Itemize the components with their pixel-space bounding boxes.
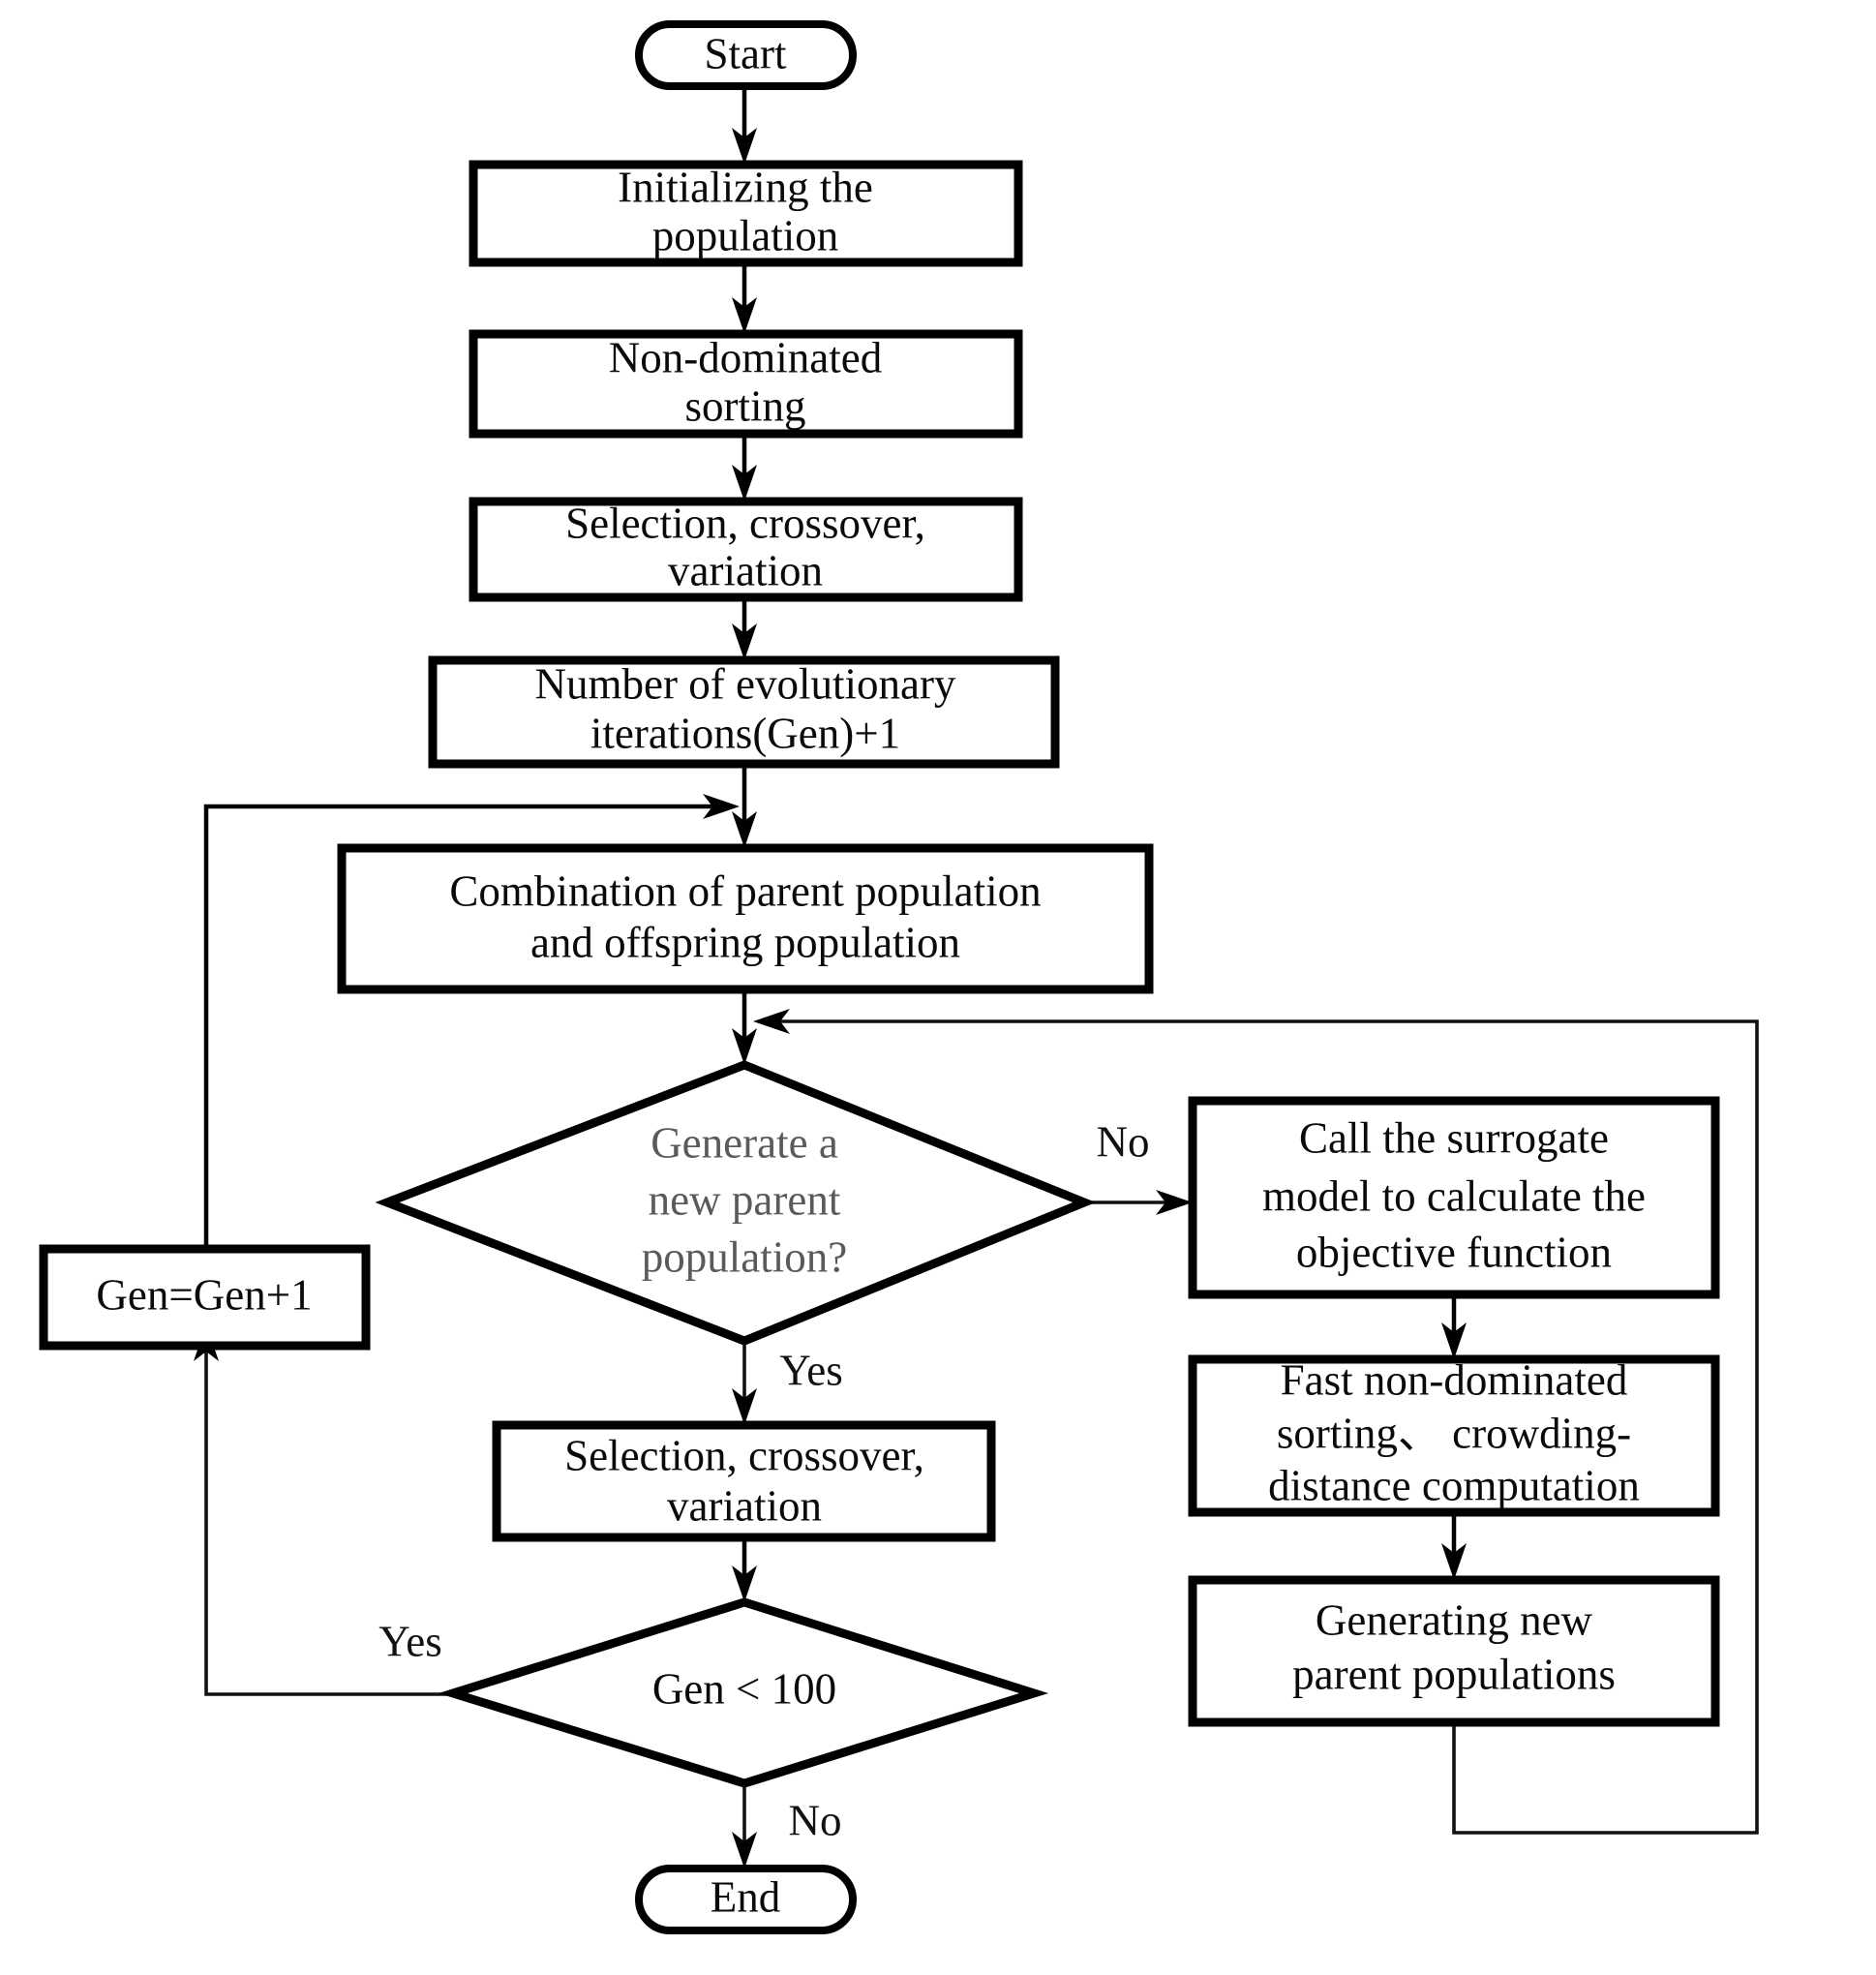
node-initializing-population[interactable]: Initializing the population bbox=[469, 160, 1023, 267]
fast-sorting-line3: distance computation bbox=[1268, 1461, 1640, 1509]
node-fast-non-dominated-sorting[interactable]: Fast non-dominated sorting、 crowding- di… bbox=[1188, 1354, 1720, 1517]
call-surrogate-line3: objective function bbox=[1296, 1228, 1612, 1276]
node-gen-equals-gen-plus-1[interactable]: Gen=Gen+1 bbox=[39, 1244, 371, 1351]
evolutionary-iterations-line1: Number of evolutionary bbox=[535, 659, 956, 708]
node-generate-new-parent-decision[interactable]: Generate a new parent population? bbox=[375, 1060, 1096, 1346]
generate-new-parent-decision-shape bbox=[375, 1060, 1096, 1346]
selection-crossover-2-line2: variation bbox=[667, 1481, 822, 1530]
connector-layer bbox=[194, 86, 1759, 1869]
arrowhead-start-to-init bbox=[732, 128, 757, 165]
fast-non-dominated-sorting-box bbox=[1188, 1354, 1720, 1517]
arrowhead-surrogate-to-fastsorting bbox=[1441, 1322, 1467, 1359]
node-start[interactable]: Start bbox=[635, 20, 857, 90]
node-non-dominated-sorting[interactable]: Non-dominated sorting bbox=[469, 329, 1023, 439]
node-call-surrogate-model[interactable]: Call the surrogate model to calculate th… bbox=[1188, 1096, 1720, 1299]
edge-label-gen100-no: No bbox=[789, 1796, 842, 1844]
combination-populations-box bbox=[337, 843, 1154, 994]
arrowhead-decision-yes bbox=[732, 1388, 757, 1425]
arrowhead-selection1-to-geninc bbox=[732, 623, 757, 660]
edge-label-layer: No Yes Yes No bbox=[378, 1117, 1149, 1844]
initializing-population-line1: Initializing the bbox=[618, 163, 873, 211]
gen-equals-gen-plus-1-label: Gen=Gen+1 bbox=[96, 1270, 312, 1319]
call-surrogate-model-box bbox=[1188, 1096, 1720, 1299]
evolutionary-iterations-box bbox=[428, 655, 1060, 769]
gen-less-than-100-shape bbox=[438, 1597, 1049, 1788]
edge-label-gen100-yes: Yes bbox=[378, 1617, 441, 1665]
arrowhead-fastsorting-to-newparent bbox=[1441, 1543, 1467, 1580]
generate-new-parent-line1: Generate a bbox=[651, 1118, 838, 1167]
gen-equals-gen-plus-1-box bbox=[39, 1244, 371, 1351]
arrowhead-decision-no bbox=[1156, 1190, 1193, 1215]
combination-populations-line2: and offspring population bbox=[530, 918, 960, 966]
combination-populations-line1: Combination of parent population bbox=[449, 866, 1041, 915]
arrowhead-combination-to-decision bbox=[732, 1028, 757, 1065]
call-surrogate-line1: Call the surrogate bbox=[1299, 1113, 1609, 1162]
selection-crossover-2-box bbox=[492, 1420, 996, 1542]
arrowhead-sorting-to-selection1 bbox=[732, 465, 757, 501]
evolutionary-iterations-line2: iterations(Gen)+1 bbox=[590, 709, 900, 757]
end-terminator-shape bbox=[635, 1865, 857, 1934]
selection-crossover-1-line1: Selection, crossover, bbox=[565, 499, 925, 547]
arrowhead-gen100-no bbox=[732, 1832, 757, 1869]
fast-sorting-line1: Fast non-dominated bbox=[1281, 1355, 1628, 1404]
edge-gen100-yes-to-genplus1 bbox=[204, 1346, 453, 1696]
generate-new-parent-line2: new parent bbox=[649, 1175, 841, 1224]
selection-crossover-1-line2: variation bbox=[668, 546, 823, 594]
generating-new-parent-populations-box bbox=[1188, 1575, 1720, 1727]
generating-new-parent-line2: parent populations bbox=[1292, 1650, 1616, 1698]
non-dominated-sorting-box bbox=[469, 329, 1023, 439]
arrowhead-geninc-to-combination bbox=[732, 811, 757, 848]
generate-new-parent-line3: population? bbox=[642, 1232, 847, 1281]
call-surrogate-line2: model to calculate the bbox=[1262, 1171, 1646, 1220]
edge-label-decision-no: No bbox=[1097, 1117, 1150, 1166]
initializing-population-line2: population bbox=[652, 211, 838, 259]
selection-crossover-1-box bbox=[469, 497, 1023, 602]
start-label: Start bbox=[705, 29, 787, 77]
fast-sorting-line2: sorting、 crowding- bbox=[1277, 1409, 1631, 1457]
arrowhead-init-to-sorting bbox=[732, 297, 757, 334]
selection-crossover-2-line1: Selection, crossover, bbox=[564, 1431, 924, 1479]
node-combination-populations[interactable]: Combination of parent population and off… bbox=[337, 843, 1154, 994]
start-terminator-shape bbox=[635, 20, 857, 90]
gen-less-than-100-label: Gen < 100 bbox=[652, 1664, 836, 1713]
node-end[interactable]: End bbox=[635, 1865, 857, 1934]
node-gen-less-than-100-decision[interactable]: Gen < 100 bbox=[438, 1597, 1049, 1788]
arrowhead-selection2-to-gen100 bbox=[732, 1565, 757, 1602]
node-generating-new-parent-populations[interactable]: Generating new parent populations bbox=[1188, 1575, 1720, 1727]
arrowhead-genplus1-to-combination bbox=[703, 794, 740, 819]
edge-genplus1-to-combination bbox=[203, 804, 720, 1249]
edge-label-decision-yes: Yes bbox=[779, 1346, 842, 1394]
non-dominated-sorting-line2: sorting bbox=[684, 381, 805, 430]
end-label: End bbox=[711, 1872, 781, 1921]
generating-new-parent-line1: Generating new bbox=[1316, 1595, 1593, 1644]
edge-newparent-to-decision bbox=[774, 1019, 1759, 1835]
node-selection-crossover-variation-1[interactable]: Selection, crossover, variation bbox=[469, 497, 1023, 602]
initializing-population-box bbox=[469, 160, 1023, 267]
arrowhead-newparent-to-decision bbox=[753, 1009, 790, 1034]
node-evolutionary-iterations[interactable]: Number of evolutionary iterations(Gen)+1 bbox=[428, 655, 1060, 769]
non-dominated-sorting-line1: Non-dominated bbox=[609, 333, 882, 381]
node-selection-crossover-variation-2[interactable]: Selection, crossover, variation bbox=[492, 1420, 996, 1542]
